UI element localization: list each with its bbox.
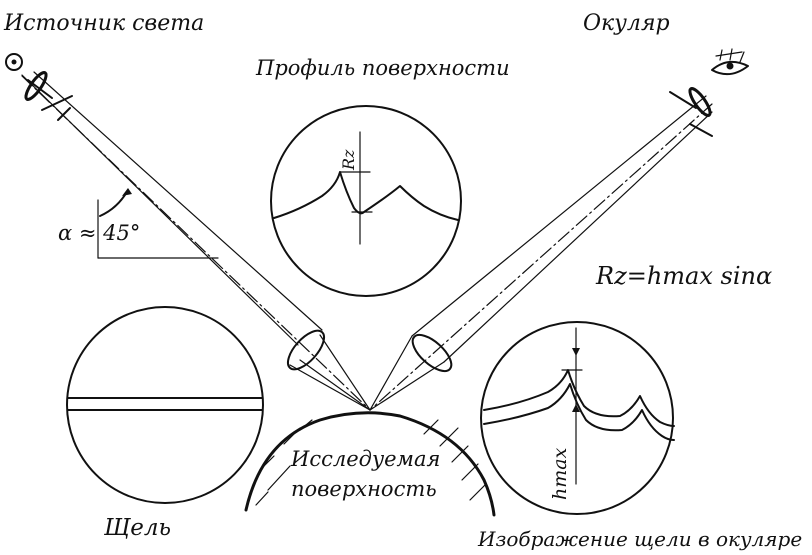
slit-circle (66, 306, 264, 504)
angle-marker (97, 188, 219, 259)
reflected-beam (369, 95, 713, 411)
source-lens-icon (286, 329, 326, 371)
surface-label-line2: поверхность (291, 477, 437, 501)
eyepiece-lens-icon (411, 333, 453, 373)
incident-beam (21, 71, 371, 411)
eye-icon (669, 48, 749, 137)
angle-label: α ≈ 45° (58, 221, 140, 245)
light-source-label: Источник света (3, 11, 204, 36)
hmax-label: hmax (549, 447, 571, 500)
rz-label: Rz (339, 149, 358, 171)
surface-label-line1: Исследуемая (290, 447, 440, 471)
surface-profile-circle (270, 105, 462, 297)
formula-label: Rz=hmax sinα (595, 262, 772, 290)
examined-surface (244, 411, 496, 517)
slit-image-circle (480, 321, 675, 515)
slit-image-label: Изображение щели в окуляре (477, 527, 802, 551)
surface-profile-label: Профиль поверхности (255, 56, 510, 80)
slit-label: Щель (103, 515, 171, 541)
light-source-icon (5, 53, 73, 121)
eyepiece-label: Окуляр (583, 11, 670, 36)
